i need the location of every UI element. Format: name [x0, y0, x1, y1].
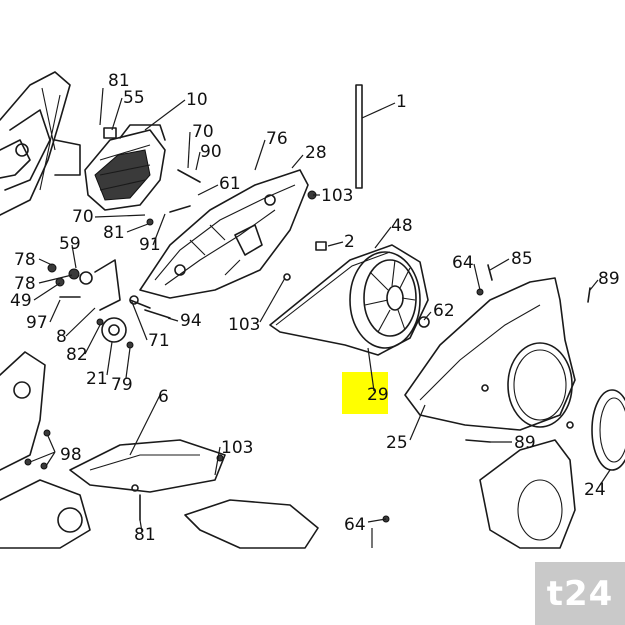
- callout-82: 82: [66, 345, 88, 365]
- callout-71: 71: [148, 331, 170, 351]
- callout-81-top: 81: [108, 71, 130, 91]
- callout-21: 21: [86, 369, 108, 389]
- callout-6: 6: [158, 387, 169, 407]
- callout-55: 55: [123, 88, 145, 108]
- callout-78-lower: 78: [14, 274, 36, 294]
- callout-70-mid: 70: [72, 207, 94, 227]
- callout-81-lower: 81: [134, 525, 156, 545]
- callout-64-upper: 64: [452, 253, 474, 273]
- callout-8: 8: [56, 327, 67, 347]
- callout-1: 1: [396, 92, 407, 112]
- callout-103-lower: 103: [221, 438, 253, 458]
- callout-25: 25: [386, 433, 408, 453]
- callout-highlight: [342, 372, 388, 414]
- callout-81-mid: 81: [103, 223, 125, 243]
- part-cover-right: [404, 277, 576, 431]
- callout-79: 79: [111, 375, 133, 395]
- callout-29: 29: [367, 385, 389, 405]
- part-ring: [591, 389, 625, 471]
- part-rod: [355, 84, 363, 189]
- callout-90: 90: [200, 142, 222, 162]
- callout-64-lower: 64: [344, 515, 366, 535]
- callout-28: 28: [305, 143, 327, 163]
- callout-89-right: 89: [598, 269, 620, 289]
- t24-logo: t24: [535, 562, 625, 625]
- part-motor-assembly: [84, 124, 166, 211]
- callout-labels: 81 55 10 70 90 76 28 61 103 1 70 81 91 2…: [10, 71, 620, 545]
- callout-48: 48: [391, 216, 413, 236]
- callout-103-mid: 103: [228, 315, 260, 335]
- bottom-whitespace: [0, 560, 625, 625]
- callout-70-top: 70: [192, 122, 214, 142]
- part-chain-cover-left: [139, 169, 309, 299]
- callout-49: 49: [10, 291, 32, 311]
- callout-2: 2: [344, 232, 355, 252]
- part-cover-lower-right: [479, 439, 576, 549]
- callout-85: 85: [511, 249, 533, 269]
- part-frame-left: [0, 71, 81, 216]
- callout-76: 76: [266, 129, 288, 149]
- part-bottom-plate: [69, 439, 226, 493]
- callout-78-upper: 78: [14, 250, 36, 270]
- callout-94: 94: [180, 311, 202, 331]
- callout-91: 91: [139, 235, 161, 255]
- callout-62: 62: [433, 301, 455, 321]
- callout-10: 10: [186, 90, 208, 110]
- callout-97: 97: [26, 313, 48, 333]
- callout-24: 24: [584, 480, 606, 500]
- part-belt-pulley: [269, 244, 429, 356]
- callout-61: 61: [219, 174, 241, 194]
- part-lower-cover: [184, 499, 319, 549]
- part-frame-lower-left: [0, 351, 91, 549]
- callout-89-lower: 89: [514, 433, 536, 453]
- callout-103-upper: 103: [321, 186, 353, 206]
- callout-98: 98: [60, 445, 82, 465]
- callout-59: 59: [59, 234, 81, 254]
- leader-lines: [29, 87, 611, 548]
